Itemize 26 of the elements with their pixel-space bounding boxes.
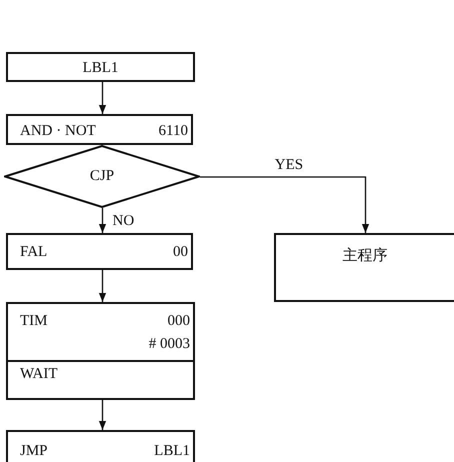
process-box (6, 52, 195, 82)
process-box (6, 233, 193, 270)
instruction-text: LBL1 (82, 59, 118, 77)
instruction-text: CJP (90, 167, 114, 185)
process-box (6, 430, 195, 462)
operand-text: # 0003 (148, 335, 190, 353)
arrow (98, 208, 106, 233)
operand-text: 000 (168, 312, 190, 330)
operand-text: LBL1 (154, 442, 190, 460)
decision-diamond (4, 145, 200, 208)
operand-text: 00 (173, 243, 188, 261)
arrow (98, 400, 106, 430)
arrow (200, 176, 370, 233)
instruction-text: JMP (20, 442, 48, 460)
operand-text: WAIT (20, 365, 58, 383)
instruction-text: FAL (20, 243, 48, 261)
instruction-text: 主程序 (342, 247, 388, 265)
edge-label: NO (110, 212, 136, 228)
instruction-text: AND · NOT (20, 122, 96, 140)
arrow (98, 270, 106, 302)
process-box (6, 302, 195, 400)
process-box (274, 233, 454, 302)
operand-text: 6110 (158, 122, 188, 140)
instruction-text: TIM (20, 312, 48, 330)
process-box (6, 114, 193, 145)
arrow (98, 82, 106, 114)
